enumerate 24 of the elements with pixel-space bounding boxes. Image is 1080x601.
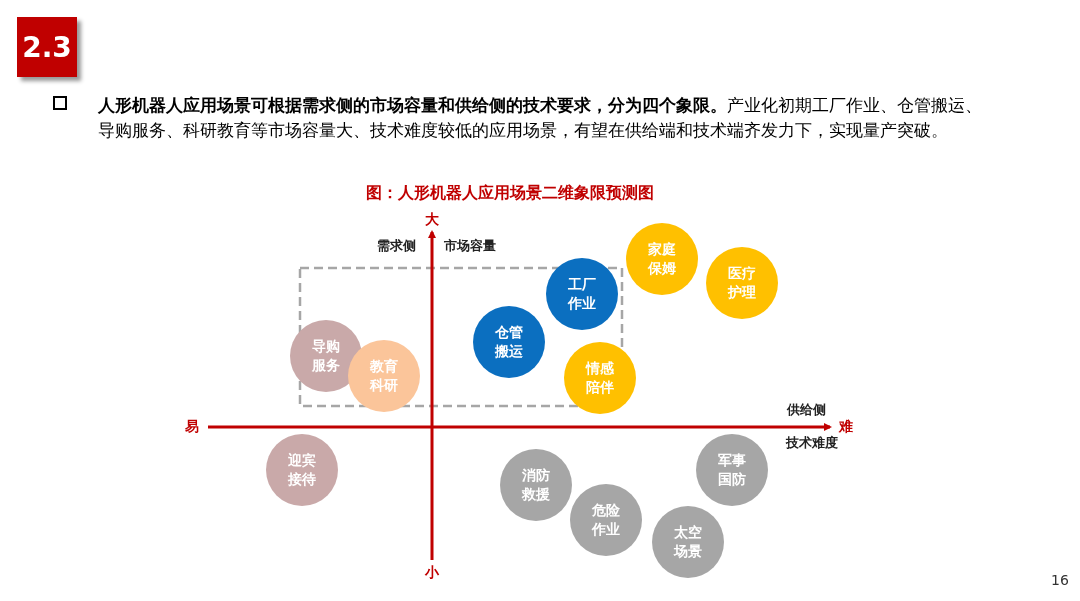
- scenario-circle: 迎宾接待: [266, 434, 338, 506]
- chart-title: 图：人形机器人应用场景二维象限预测图: [366, 182, 654, 204]
- axis-label: 大: [425, 211, 439, 229]
- section-badge: 2.3: [17, 17, 77, 77]
- axis-label: 市场容量: [444, 237, 496, 255]
- scenario-circle: 导购服务: [290, 320, 362, 392]
- scenario-circle: 医疗护理: [706, 247, 778, 319]
- axis-label: 小: [425, 564, 439, 582]
- axis-label: 供给侧: [786, 401, 826, 419]
- scenario-circle: 消防救援: [500, 449, 572, 521]
- scenario-circle: 太空场景: [652, 506, 724, 578]
- scenario-circle: 家庭保姆: [626, 223, 698, 295]
- scenario-circle: 仓管搬运: [473, 306, 545, 378]
- axis-label: 难: [839, 418, 853, 436]
- scenario-circle: 军事国防: [696, 434, 768, 506]
- page-number: 16: [1051, 572, 1069, 588]
- scenario-circle: 情感陪伴: [564, 342, 636, 414]
- axis-label: 需求侧: [376, 237, 416, 255]
- axis-label: 技术难度: [786, 434, 838, 452]
- scenario-circle: 危险作业: [570, 484, 642, 556]
- bullet-text: 人形机器人应用场景可根据需求侧的市场容量和供给侧的技术要求，分为四个象限。产业化初期工厂作业、仓管搬运、导购服务、科研教育等市场容量大、技术难度较低的应用场景，有望在供给端和技术端齐发力下，实现量产突破。: [98, 94, 983, 142]
- scenario-circle: 教育科研: [348, 340, 420, 412]
- axis-label: 易: [185, 418, 199, 436]
- scenario-circle: 工厂作业: [546, 258, 618, 330]
